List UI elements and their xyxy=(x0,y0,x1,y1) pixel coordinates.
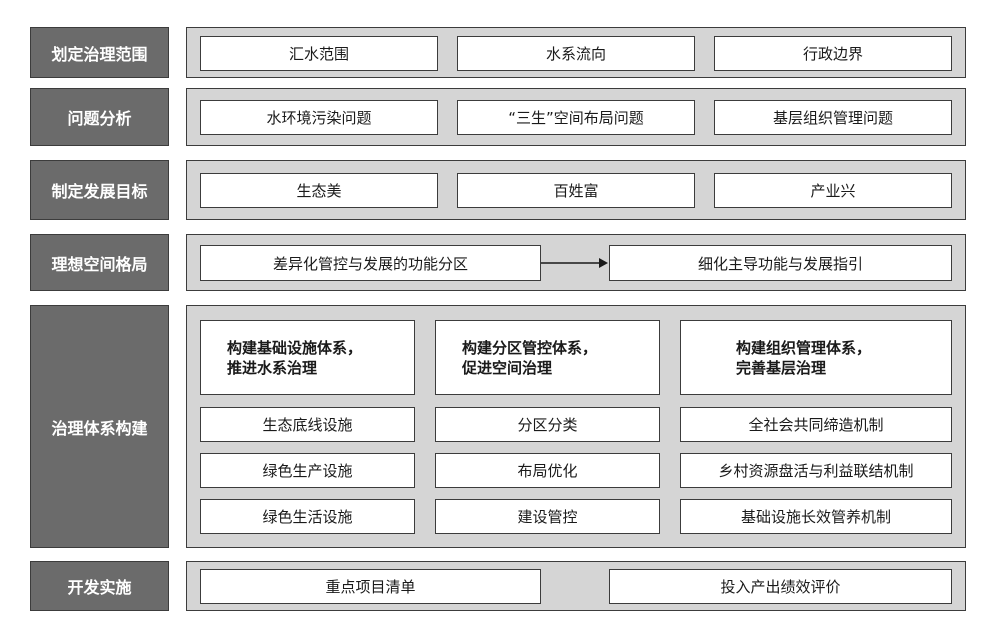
box-space-layout: “三生”空间布局问题 xyxy=(457,100,695,135)
row-label-goals: 制定发展目标 xyxy=(30,160,169,220)
row-label-scope: 划定治理范围 xyxy=(30,27,169,78)
row-label-analysis: 问题分析 xyxy=(30,88,169,146)
box-prosperity: 百姓富 xyxy=(457,173,695,208)
item-layout-optimization: 布局优化 xyxy=(435,453,660,488)
row-panel-spatial: 差异化管控与发展的功能分区 细化主导功能与发展指引 xyxy=(186,234,966,291)
item-ecological-baseline: 生态底线设施 xyxy=(200,407,415,442)
heading-line: 构建分区管控体系， xyxy=(462,338,598,357)
heading-infrastructure: 构建基础设施体系， 推进水系治理 xyxy=(200,320,415,395)
box-catchment: 汇水范围 xyxy=(200,36,438,71)
row-panel-scope: 汇水范围 水系流向 行政边界 xyxy=(186,27,966,78)
item-resource-revitalization: 乡村资源盘活与利益联结机制 xyxy=(680,453,952,488)
row-label-spatial: 理想空间格局 xyxy=(30,234,169,291)
row-label-governance: 治理体系构建 xyxy=(30,305,169,548)
box-ecology: 生态美 xyxy=(200,173,438,208)
box-industry: 产业兴 xyxy=(714,173,952,208)
item-green-living: 绿色生活设施 xyxy=(200,499,415,534)
item-maintenance: 基础设施长效管养机制 xyxy=(680,499,952,534)
box-project-list: 重点项目清单 xyxy=(200,569,541,604)
item-zoning: 分区分类 xyxy=(435,407,660,442)
row-panel-implementation: 重点项目清单 投入产出绩效评价 xyxy=(186,561,966,611)
box-flow-direction: 水系流向 xyxy=(457,36,695,71)
item-green-production: 绿色生产设施 xyxy=(200,453,415,488)
item-construction-control: 建设管控 xyxy=(435,499,660,534)
box-zoning: 差异化管控与发展的功能分区 xyxy=(200,245,541,281)
row-panel-goals: 生态美 百姓富 产业兴 xyxy=(186,160,966,220)
box-water-pollution: 水环境污染问题 xyxy=(200,100,438,135)
box-grassroots-management: 基层组织管理问题 xyxy=(714,100,952,135)
heading-line: 构建组织管理体系， xyxy=(736,338,872,357)
box-admin-boundary: 行政边界 xyxy=(714,36,952,71)
row-panel-analysis: 水环境污染问题 “三生”空间布局问题 基层组织管理问题 xyxy=(186,88,966,146)
arrow-right-icon xyxy=(541,258,608,268)
box-performance-evaluation: 投入产出绩效评价 xyxy=(609,569,952,604)
heading-line: 构建基础设施体系， xyxy=(227,338,363,357)
box-guidance: 细化主导功能与发展指引 xyxy=(609,245,952,281)
heading-organization: 构建组织管理体系， 完善基层治理 xyxy=(680,320,952,395)
heading-line: 完善基层治理 xyxy=(736,358,827,377)
row-label-implementation: 开发实施 xyxy=(30,561,169,611)
heading-line: 推进水系治理 xyxy=(227,358,318,377)
row-panel-governance: 构建基础设施体系， 推进水系治理 生态底线设施 绿色生产设施 绿色生活设施 构建… xyxy=(186,305,966,548)
heading-line: 促进空间治理 xyxy=(462,358,553,377)
heading-zoning-control: 构建分区管控体系， 促进空间治理 xyxy=(435,320,660,395)
item-co-creation: 全社会共同缔造机制 xyxy=(680,407,952,442)
